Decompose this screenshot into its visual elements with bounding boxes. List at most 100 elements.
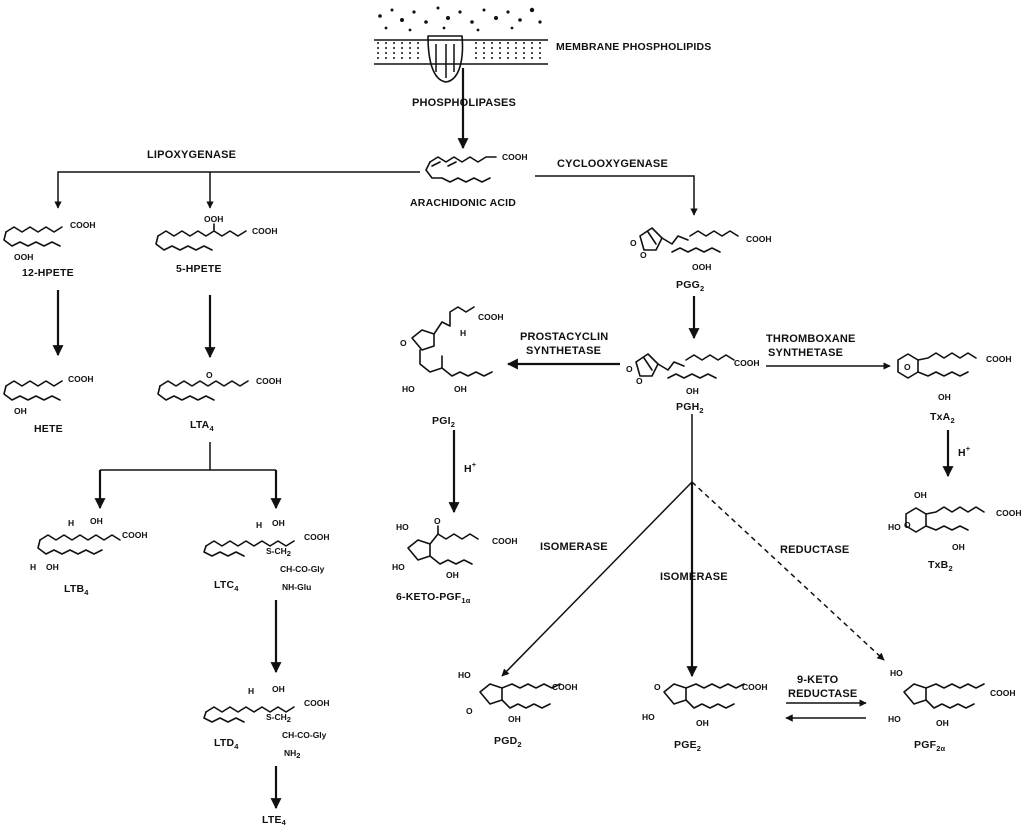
- prostacyclin-synthetase-label-1: PROSTACYCLIN: [520, 331, 608, 343]
- pgh2-oh: OH: [686, 386, 699, 396]
- pge2-sub: 2: [697, 744, 701, 753]
- txb2-label: TxB2: [928, 559, 953, 573]
- phospholipases-label: PHOSPHOLIPASES: [412, 97, 516, 109]
- ltb4-name: LTB: [64, 583, 84, 595]
- pgh2-structure: O O COOH OH: [626, 353, 760, 396]
- ltd4-nh2: NH2: [284, 748, 300, 760]
- ltb4-sub: 4: [84, 588, 89, 597]
- lta4-cooh: COOH: [256, 376, 282, 386]
- txa2-name: TxA: [930, 411, 951, 423]
- pgg2-name: PGG: [676, 279, 700, 291]
- ltd4-s-ch: S-CH: [266, 712, 287, 722]
- keto-reductase-label-1: 9-KETO: [797, 674, 839, 686]
- lipoxygenase-label: LIPOXYGENASE: [147, 149, 236, 161]
- lta4-name: LTA: [190, 419, 210, 431]
- pgi2-name: PGI: [432, 415, 451, 427]
- lte4-sub: 4: [282, 818, 287, 827]
- pge2-cooh: COOH: [742, 682, 768, 692]
- txa2-structure: O COOH OH: [897, 352, 1012, 402]
- pgd2-cooh: COOH: [552, 682, 578, 692]
- membrane-bilayer: [374, 6, 548, 83]
- ltc4-ch-co-gly: CH-CO-Gly: [280, 564, 325, 574]
- pgi2-structure: COOH H O HO OH: [400, 306, 504, 394]
- pgf2a-name: PGF: [914, 739, 937, 751]
- ltb4-h-top: H: [68, 518, 74, 528]
- pgh2-o2: O: [636, 376, 643, 386]
- pgf2a-sub: 2α: [936, 744, 945, 753]
- pgg2-sub: 2: [700, 284, 704, 293]
- keto-pgf-structure: O COOH HO HO OH: [392, 516, 518, 580]
- ltc4-oh: OH: [272, 518, 285, 528]
- ltc4-label: LTC4: [214, 579, 239, 593]
- pge2-structure: O COOH HO OH: [642, 682, 768, 728]
- pgd2-structure: HO COOH O OH: [458, 670, 578, 724]
- hpete12-ooh: OOH: [14, 252, 33, 262]
- ltb4-oh-top: OH: [90, 516, 103, 526]
- ltd4-nh: NH: [284, 748, 296, 758]
- hete-cooh: COOH: [68, 374, 94, 384]
- pgi2-cooh: COOH: [478, 312, 504, 322]
- hpete12-cooh: COOH: [70, 220, 96, 230]
- ltc4-name: LTC: [214, 579, 234, 591]
- ltc4-h: H: [256, 520, 262, 530]
- hpete12-label: 12-HPETE: [22, 267, 74, 279]
- ltc4-s-ch2-sub: 2: [287, 549, 291, 558]
- membrane-heads: [378, 6, 542, 32]
- arachidonic-acid-label: ARACHIDONIC ACID: [410, 197, 516, 209]
- hete-structure: COOH OH: [3, 374, 94, 416]
- ltd4-name: LTD: [214, 737, 234, 749]
- pgf2a-label: PGF2α: [914, 739, 946, 753]
- txa2-oh: OH: [938, 392, 951, 402]
- ltd4-structure: H OH COOH S-CH2 CH-CO-Gly NH2: [203, 684, 330, 760]
- thromboxane-synthetase-label-1: THROMBOXANE: [766, 333, 856, 345]
- pgf2a-ho-bottom: HO: [888, 714, 901, 724]
- ltd4-oh: OH: [272, 684, 285, 694]
- keto-pgf-ho-top: HO: [396, 522, 409, 532]
- hete-label: HETE: [34, 423, 63, 435]
- txa2-sub: 2: [950, 416, 954, 425]
- reductase-label: REDUCTASE: [780, 544, 849, 556]
- pathway-connectors: [52, 68, 954, 810]
- ltc4-nh-glu: NH-Glu: [282, 582, 311, 592]
- txa2-plus: +: [966, 444, 971, 453]
- ltd4-cooh: COOH: [304, 698, 330, 708]
- isomerase-center-label: ISOMERASE: [660, 571, 728, 583]
- keto-pgf-cooh: COOH: [492, 536, 518, 546]
- ltb4-h-bottom: H: [30, 562, 36, 572]
- hpete12-structure: COOH OOH: [3, 220, 96, 262]
- ltc4-structure: H OH COOH S-CH2 CH-CO-Gly NH-Glu: [203, 518, 330, 592]
- pgg2-o1: O: [630, 238, 637, 248]
- txb2-cooh: COOH: [996, 508, 1022, 518]
- keto-pgf-sub: 1α: [461, 596, 470, 605]
- pgi2-sub: 2: [451, 420, 455, 429]
- pgf2a-structure: HO COOH HO OH: [888, 668, 1016, 728]
- ltb4-label: LTB4: [64, 583, 89, 597]
- ltb4-cooh: COOH: [122, 530, 148, 540]
- pgd2-ho: HO: [458, 670, 471, 680]
- keto-pgf-oh: OH: [446, 570, 459, 580]
- pgg2-ooh: OOH: [692, 262, 711, 272]
- pgg2-cooh: COOH: [746, 234, 772, 244]
- txb2-oh-top: OH: [914, 490, 927, 500]
- keto-pgf-o: O: [434, 516, 441, 526]
- pge2-ho: HO: [642, 712, 655, 722]
- pgd2-o: O: [466, 706, 473, 716]
- lta4-structure: O COOH: [157, 370, 282, 401]
- txa2-label: TxA2: [930, 411, 955, 425]
- ltc4-cooh: COOH: [304, 532, 330, 542]
- thromboxane-synthetase-label-2: SYNTHETASE: [768, 347, 843, 359]
- hpete5-ooh: OOH: [204, 214, 223, 224]
- hpete5-cooh: COOH: [252, 226, 278, 236]
- ltc4-s-ch2: S-CH2: [266, 546, 291, 558]
- pge2-name: PGE: [674, 739, 697, 751]
- hpete5-structure: OOH COOH: [155, 214, 278, 251]
- keto-pgf-label: 6-KETO-PGF1α: [396, 591, 471, 605]
- keto-pgf-name: 6-KETO-PGF: [396, 591, 462, 603]
- pgh2-o1: O: [626, 364, 633, 374]
- membrane-label: MEMBRANE PHOSPHOLIPIDS: [556, 41, 712, 53]
- lta4-epoxide-o: O: [206, 370, 213, 380]
- ltb4-structure: H OH COOH H OH: [30, 516, 148, 572]
- txb2-sub: 2: [948, 564, 952, 573]
- pgd2-name: PGD: [494, 735, 518, 747]
